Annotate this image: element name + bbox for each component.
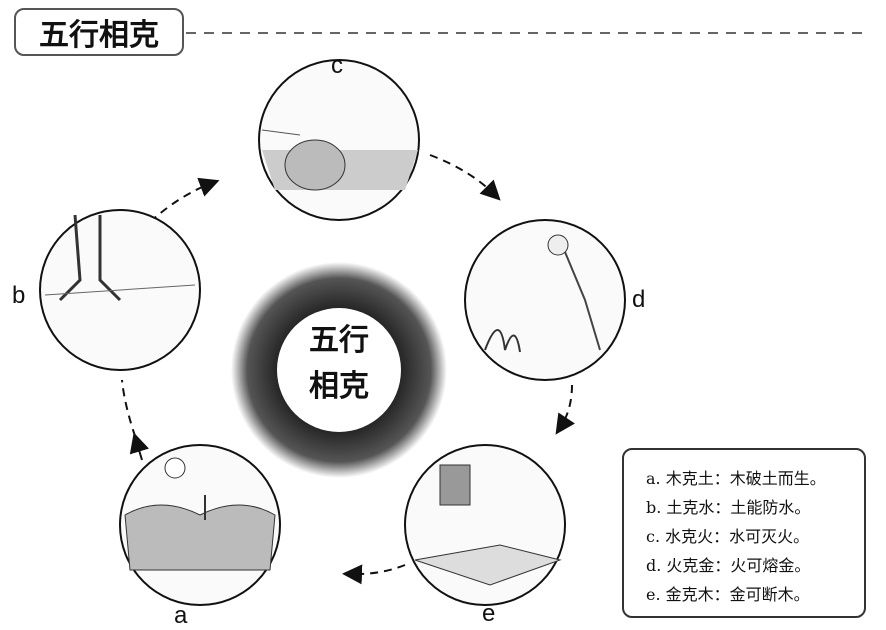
arrow-a-to-b-head <box>129 432 150 461</box>
node-label-b: b <box>12 282 26 309</box>
scene-c <box>258 59 420 221</box>
node-label-d: d <box>632 286 646 313</box>
legend-item-c: c. 水克火：水可灭火。 <box>646 527 810 546</box>
legend-item-b: b. 土克水：土能防水。 <box>646 498 811 517</box>
arrow-b-to-c <box>149 177 220 223</box>
node-label-a: a <box>174 602 188 629</box>
arrow-e-to-a <box>342 564 406 585</box>
legend-item-d: d. 火克金：火可熔金。 <box>646 556 811 575</box>
center-label-line2: 相克 <box>309 369 369 404</box>
center-label: 五行 相克 <box>289 318 389 410</box>
arrow-a-to-b <box>121 379 141 451</box>
scene-e <box>404 444 566 606</box>
section-title: 五行相克 <box>14 8 184 56</box>
legend-box: a. 木克土：木破土而生。 b. 土克水：土能防水。 c. 水克火：水可灭火。 … <box>622 448 866 618</box>
center-disc <box>277 308 401 432</box>
legend-item-a: a. 木克土：木破土而生。 <box>646 469 826 488</box>
center-label-line1: 五行 <box>309 323 369 358</box>
scene-b <box>39 209 201 371</box>
scene-a <box>119 444 281 606</box>
legend-item-e: e. 金克木：金可断木。 <box>646 585 810 604</box>
arrow-d-to-e <box>555 384 575 435</box>
node-label-c: c <box>331 52 343 79</box>
arrow-c-to-d <box>429 154 501 201</box>
scene-d <box>464 219 626 381</box>
node-label-e: e <box>482 600 496 627</box>
